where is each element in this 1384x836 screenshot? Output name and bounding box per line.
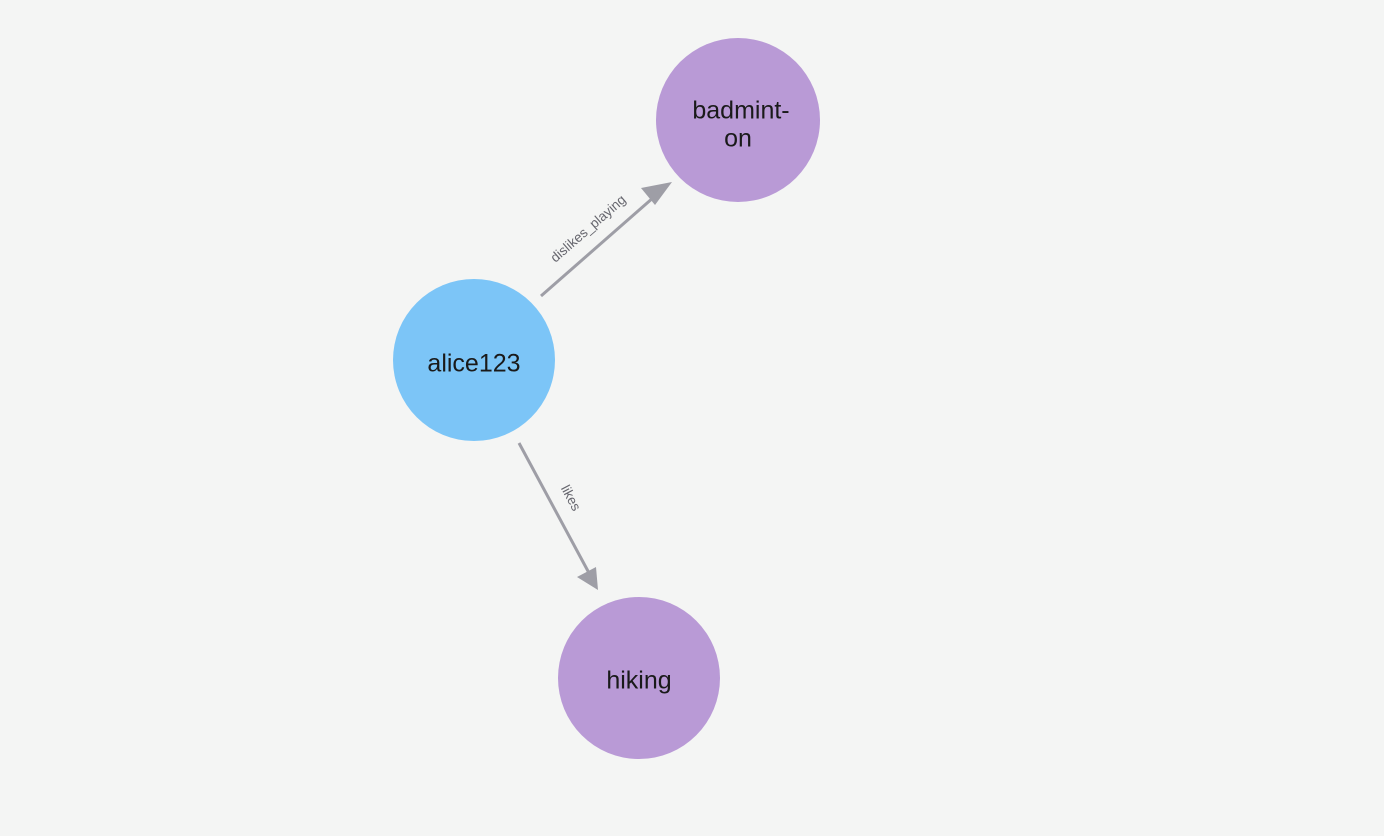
node-alice123[interactable]: alice123 [393,279,555,441]
arrowhead-dislikes_playing [641,182,672,205]
edge-line-likes[interactable] [517,442,591,574]
node-circle-hiking[interactable] [558,597,720,759]
edge-likes[interactable]: likes [517,442,598,590]
node-circle-badminton[interactable] [656,38,820,202]
edge-label-likes: likes [558,482,584,513]
node-badminton[interactable]: badmint- on [656,38,820,202]
node-circle-alice123[interactable] [393,279,555,441]
node-hiking[interactable]: hiking [558,597,720,759]
edge-line-dislikes_playing[interactable] [540,195,655,298]
arrowhead-likes [577,567,598,590]
edge-dislikes_playing[interactable]: dislikes_playing [540,182,672,298]
node-group: badmint- on alice123 hiking [393,38,820,759]
